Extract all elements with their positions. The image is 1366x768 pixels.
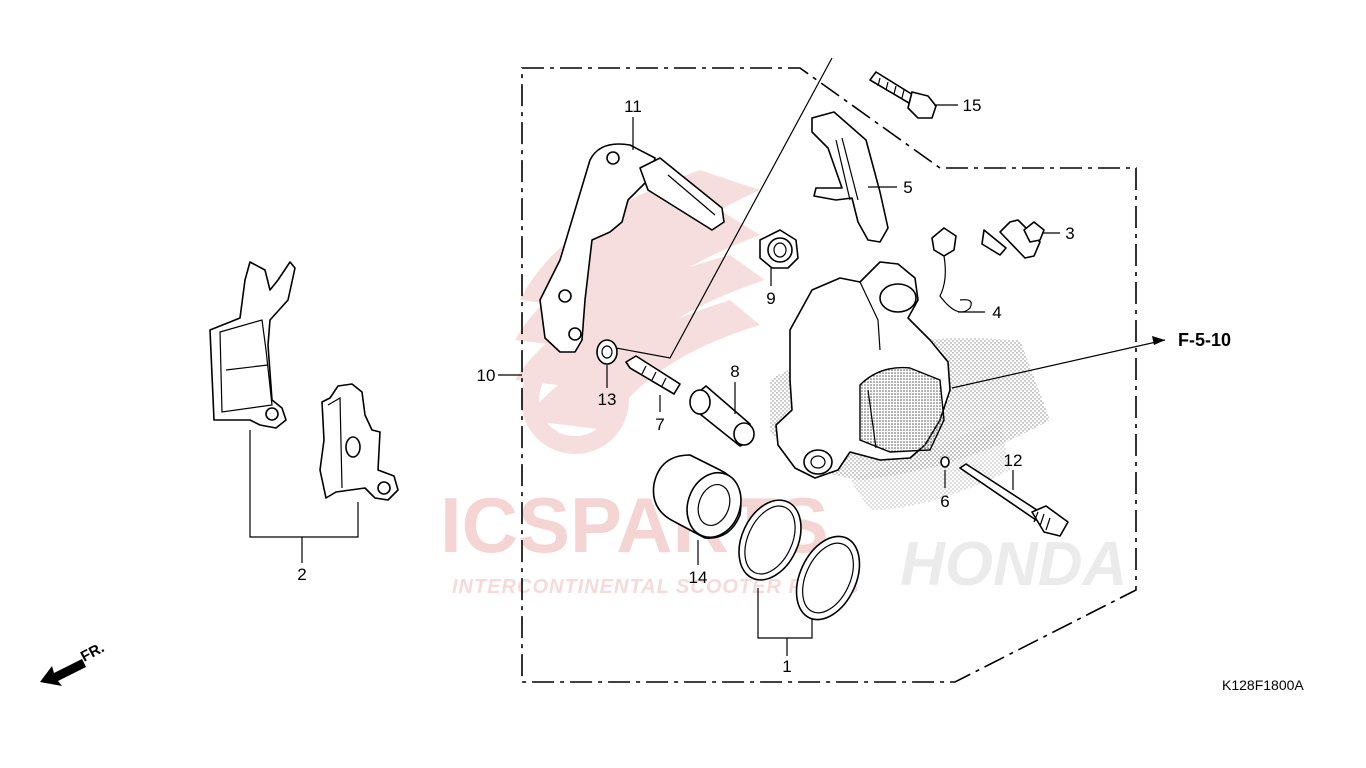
part-number-6[interactable]: 6 [940,492,949,511]
part-number-4[interactable]: 4 [992,303,1001,322]
part-number-5[interactable]: 5 [903,178,912,197]
watermark-bg-brand: HONDA [900,530,1127,599]
caliper-piston[interactable] [652,454,749,565]
piston-seal-inner [744,505,796,575]
bleeder-cap-strap [939,255,972,313]
pin-bolt[interactable] [625,355,681,412]
piston-cup [697,484,731,526]
pad-inner-backing [327,396,343,489]
pad-pin-head [1031,505,1069,537]
watermark-tagline: INTERCONTINENTAL SCOOTER PARTS [452,576,859,598]
part-number-7[interactable]: 7 [655,415,664,434]
part-number-15[interactable]: 15 [963,96,982,115]
part-number-13[interactable]: 13 [598,390,617,409]
leader-reference [951,339,1166,389]
part-number-1[interactable]: 1 [782,657,791,676]
bolt-thread [877,77,905,99]
part-number-10[interactable]: 10 [477,366,496,385]
caliper-assembly-boundary [521,67,1137,683]
sleeve-pin-tip [733,422,755,446]
front-arrow-icon [40,659,86,686]
piston-face [686,471,742,539]
part-number-8[interactable]: 8 [730,362,739,381]
pad-spring[interactable] [811,111,897,243]
pad-inner-pin-hole [377,481,391,495]
small-washer[interactable] [940,456,950,488]
brake-pad-set[interactable] [209,261,399,563]
bracket-slide-pin [639,157,725,231]
pad-spring-plate[interactable] [811,111,889,243]
caliper-body[interactable] [775,261,1166,479]
part-number-11[interactable]: 11 [624,97,642,116]
slide-pin-edge [667,174,716,216]
bracket-hole-bottom [568,327,582,341]
bleeder-valve[interactable] [981,219,1060,259]
part-number-9[interactable]: 9 [766,289,775,308]
sleeve-pin[interactable] [689,382,755,447]
pad-pin-hole [265,407,279,421]
leader-2 [249,430,359,538]
caliper-piston-bore [859,366,945,453]
pin-boot-bore [773,242,787,258]
assembly-divider [599,57,833,359]
part-number-14[interactable]: 14 [689,568,708,587]
pad-pin[interactable] [959,463,1069,537]
bolt-head[interactable] [907,91,937,119]
washer-body[interactable] [940,456,950,468]
pad-friction-surface [219,319,273,413]
pin-bolt-shank[interactable] [625,355,681,395]
part-number-3[interactable]: 3 [1065,224,1074,243]
piston-seal-kit[interactable] [727,490,872,656]
caliper-pin-boss [879,283,917,313]
bracket-hole-top [606,151,620,165]
brake-pad-outer[interactable] [209,261,296,429]
leader-1 [757,588,813,639]
pad-pin-thread [1033,511,1051,531]
caliper-shading-lower [850,420,1010,510]
pin-boot[interactable] [759,229,799,286]
part-number-12[interactable]: 12 [1004,451,1023,470]
dust-seal-inner [802,542,854,614]
bleeder-hex [999,219,1041,259]
caliper-mount-eye [803,449,833,475]
front-direction-indicator: FR. [40,639,107,686]
bleeder-cap-body[interactable] [931,227,957,257]
pad-groove [225,364,269,371]
sleeve-pin-head [689,389,711,415]
diagram-code: K128F1800A [1222,677,1304,693]
caliper-bracket[interactable] [539,117,725,353]
pad-inner-hole [345,436,361,458]
small-boot[interactable] [596,339,618,388]
reference-arrowhead [1152,336,1165,345]
caliper-bore-edge [867,389,877,449]
mounting-bolt[interactable] [869,71,958,119]
pad-spring-slot [835,137,859,201]
pin-bolt-thread [641,365,667,387]
pin-boot-rim [767,237,793,263]
piston-seal[interactable] [727,490,813,590]
caliper-mount-hole [810,455,826,469]
small-boot-bore [601,345,613,359]
bleeder-tip [1023,221,1045,243]
caliper-body-edge [859,281,881,351]
bleeder-cap[interactable] [931,227,985,313]
bleeder-thread [981,229,1007,256]
small-boot-body[interactable] [596,339,618,365]
part-number-2[interactable]: 2 [297,565,306,584]
bracket-hole-mid [558,289,572,303]
reference-label[interactable]: F-5-10 [1178,330,1231,350]
dust-seal[interactable] [784,526,872,629]
